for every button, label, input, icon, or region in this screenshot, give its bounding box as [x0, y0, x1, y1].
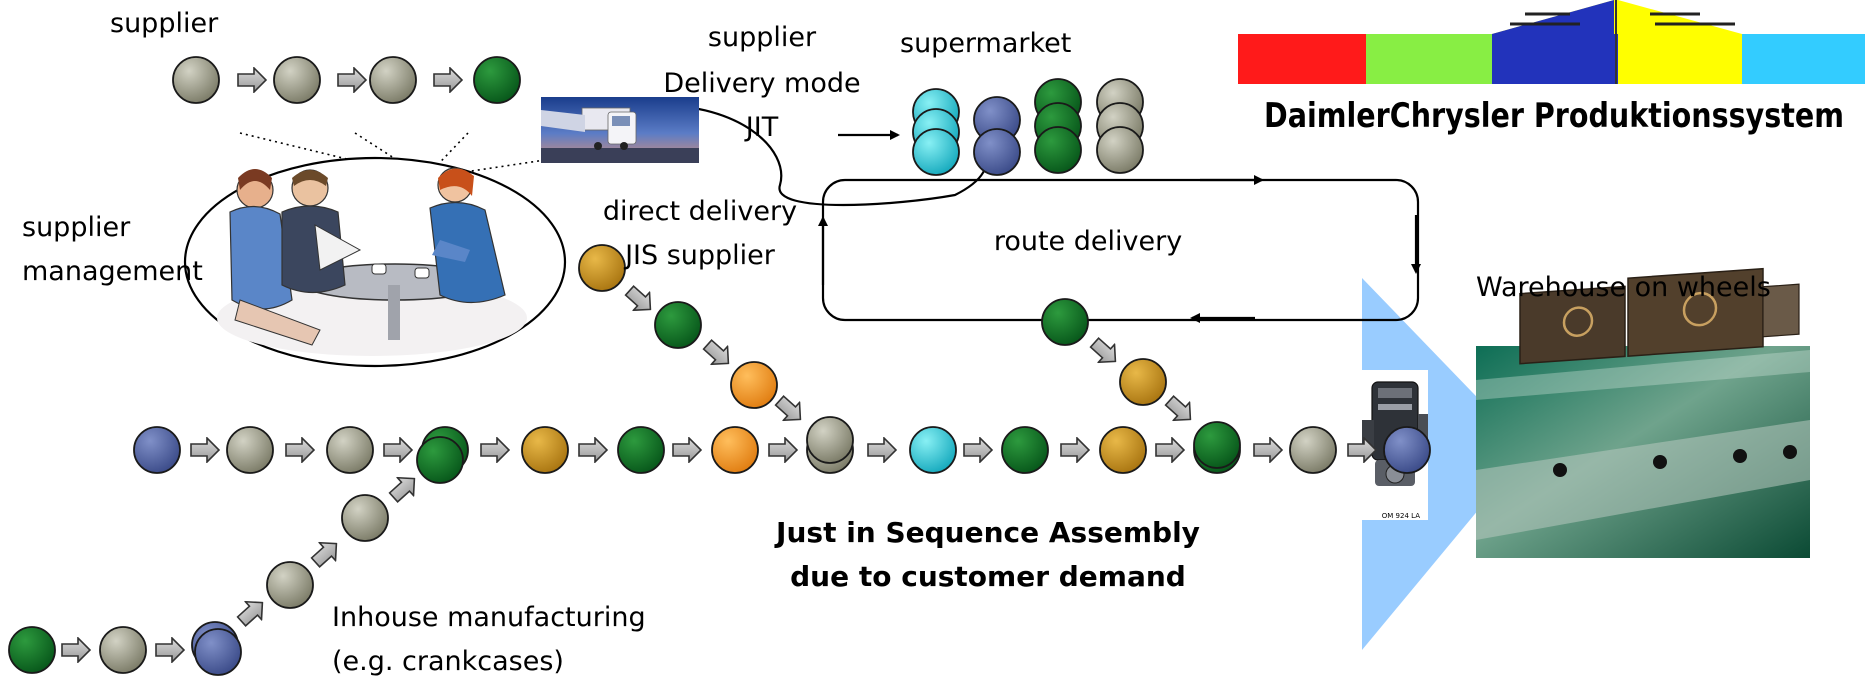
gray-part-node [99, 626, 147, 674]
flow-arrow-icon [672, 437, 702, 463]
gray-part-node [806, 416, 854, 464]
label-route-delivery: route delivery [994, 226, 1182, 257]
label-direct-delivery-1: direct delivery [603, 196, 797, 227]
logo-stripe-yellow [1618, 34, 1742, 84]
label-supplier-mode-2: Delivery mode [663, 68, 860, 99]
gray-part-node [341, 494, 389, 542]
gray-part-node [226, 426, 274, 474]
flow-arrow-icon [620, 280, 660, 320]
gray-part-node [326, 426, 374, 474]
gray-part-node [1289, 426, 1337, 474]
flow-arrow-icon [698, 334, 738, 374]
flow-arrow-icon [237, 67, 267, 93]
label-direct-delivery-2: JIS supplier [623, 240, 776, 271]
flow-arrow-icon [383, 437, 413, 463]
flow-arrow-icon [480, 437, 510, 463]
flow-arrow-icon [770, 390, 810, 430]
green-part-node [617, 426, 665, 474]
label-inhouse-1: Inhouse manufacturing [332, 602, 646, 633]
gray-part-node [172, 56, 220, 104]
logo-text: DaimlerChrysler Produktionssystem [1264, 96, 1844, 136]
flow-arrow-icon [1060, 437, 1090, 463]
cyan-part-node [909, 426, 957, 474]
flow-arrow-icon [578, 437, 608, 463]
label-inhouse-2: (e.g. crankcases) [332, 646, 564, 677]
flow-arrow-icon [285, 437, 315, 463]
label-supplier-mgmt-1: supplier [22, 212, 131, 243]
orange-part-node [730, 361, 778, 409]
flow-arrow-icon [1085, 332, 1125, 372]
truck-photo-icon [541, 97, 699, 163]
logo-stripe-green [1366, 34, 1492, 84]
flow-arrow-icon [1253, 437, 1283, 463]
ochre-part-node [578, 244, 626, 292]
green-part-node [1001, 426, 1049, 474]
blue-part-node [1383, 426, 1431, 474]
flow-arrow-icon [1155, 437, 1185, 463]
flow-arrow-icon [232, 592, 272, 632]
flow-arrow-icon [963, 437, 993, 463]
logo-stripe-cyan [1742, 34, 1865, 84]
blue-part-node [194, 628, 242, 676]
green-part-node [8, 626, 56, 674]
blue-part-node [133, 426, 181, 474]
flow-arrow-icon [433, 67, 463, 93]
engine-tag: OM 924 LA [1382, 512, 1420, 520]
label-supplier-mode-1: supplier [708, 22, 817, 53]
label-warehouse: Warehouse on wheels [1476, 272, 1771, 303]
gray-part-node [273, 56, 321, 104]
green-part-node [1034, 126, 1082, 174]
label-supermarket: supermarket [900, 28, 1071, 59]
ochre-part-node [1099, 426, 1147, 474]
flow-arrow-icon [337, 67, 367, 93]
flow-arrow-icon [306, 533, 346, 573]
label-jis-1: Just in Sequence Assembly [774, 516, 1200, 549]
gray-part-node [369, 56, 417, 104]
flow-arrow-icon [1160, 390, 1200, 430]
green-part-node [416, 436, 464, 484]
gray-part-node [266, 561, 314, 609]
supplier-management-meeting [183, 132, 567, 368]
green-part-node [473, 56, 521, 104]
jit-delivery-curve [639, 103, 993, 207]
warehouse-truck-photo-icon [1476, 267, 1810, 558]
flow-arrow-icon [155, 637, 185, 663]
label-supplier-mgmt-2: management [22, 256, 203, 287]
ochre-part-node [1119, 358, 1167, 406]
blue-part-node [973, 128, 1021, 176]
flow-arrow-icon [384, 468, 424, 508]
gray-part-node [1096, 126, 1144, 174]
flow-nodes [8, 56, 1431, 676]
green-part-node [1041, 298, 1089, 346]
flow-arrow-icon [867, 437, 897, 463]
orange-part-node [711, 426, 759, 474]
daimlerchrysler-logo: DaimlerChrysler Produktionssystem [1238, 0, 1865, 136]
flow-arrow-icon [190, 437, 220, 463]
label-supplier-mode-3: JIT [744, 112, 779, 143]
flow-arrow-icon [768, 437, 798, 463]
logo-stripe-blue [1492, 34, 1618, 84]
ochre-part-node [521, 426, 569, 474]
label-supplier-top: supplier [110, 8, 219, 39]
label-jis-2: due to customer demand [790, 560, 1186, 593]
meeting-people-icon [217, 167, 527, 356]
green-part-node [1193, 421, 1241, 469]
logo-stripe-red [1238, 34, 1366, 84]
cyan-part-node [912, 128, 960, 176]
green-part-node [654, 301, 702, 349]
route-delivery-loop [818, 175, 1421, 323]
flow-arrow-icon [61, 637, 91, 663]
